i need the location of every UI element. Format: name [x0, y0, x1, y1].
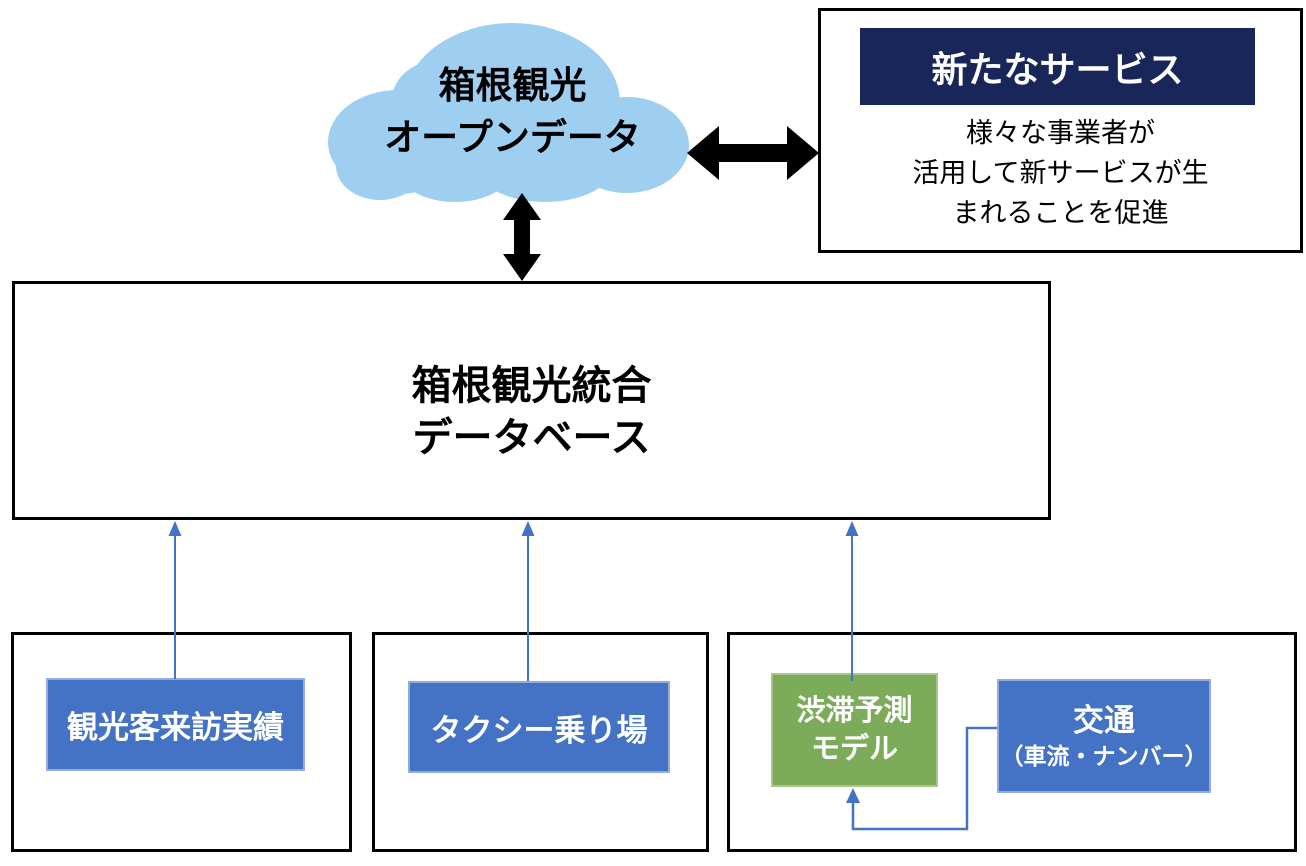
traffic-line2: （車流・ナンバー） — [1000, 743, 1208, 769]
cloud-database-double-arrow — [503, 193, 541, 281]
traffic-line1: 交通 — [1073, 703, 1135, 738]
new-service-header: 新たなサービス — [860, 28, 1255, 105]
new-service-body-line2: 活用して新サービスが生 — [912, 158, 1209, 188]
cloud-label-line2: オープンデータ — [384, 117, 641, 158]
new-service-body-line3: まれることを促進 — [952, 198, 1169, 228]
open-data-cloud-label: 箱根観光 オープンデータ — [330, 60, 695, 164]
taxi-stand-box: タクシー乗り場 — [408, 681, 670, 773]
traffic-box: 交通 （車流・ナンバー） — [997, 679, 1211, 793]
new-service-body-line1: 様々な事業者が — [966, 118, 1155, 148]
congestion-model-box: 渋滞予測 モデル — [771, 673, 938, 787]
visitor-records-box: 観光客来訪実績 — [46, 678, 305, 771]
integrated-database-label: 箱根観光統合 データベース — [12, 360, 1051, 464]
cloud-service-double-arrow — [687, 126, 819, 180]
new-service-description: 様々な事業者が 活用して新サービスが生 まれることを促進 — [823, 113, 1298, 233]
congestion-model-line1: 渋滞予測 — [796, 695, 913, 727]
cloud-label-line1: 箱根観光 — [438, 65, 587, 106]
database-label-line1: 箱根観光統合 — [411, 364, 652, 408]
congestion-model-line2: モデル — [810, 733, 898, 765]
database-label-line2: データベース — [412, 416, 651, 460]
integrated-database-box — [12, 281, 1051, 520]
